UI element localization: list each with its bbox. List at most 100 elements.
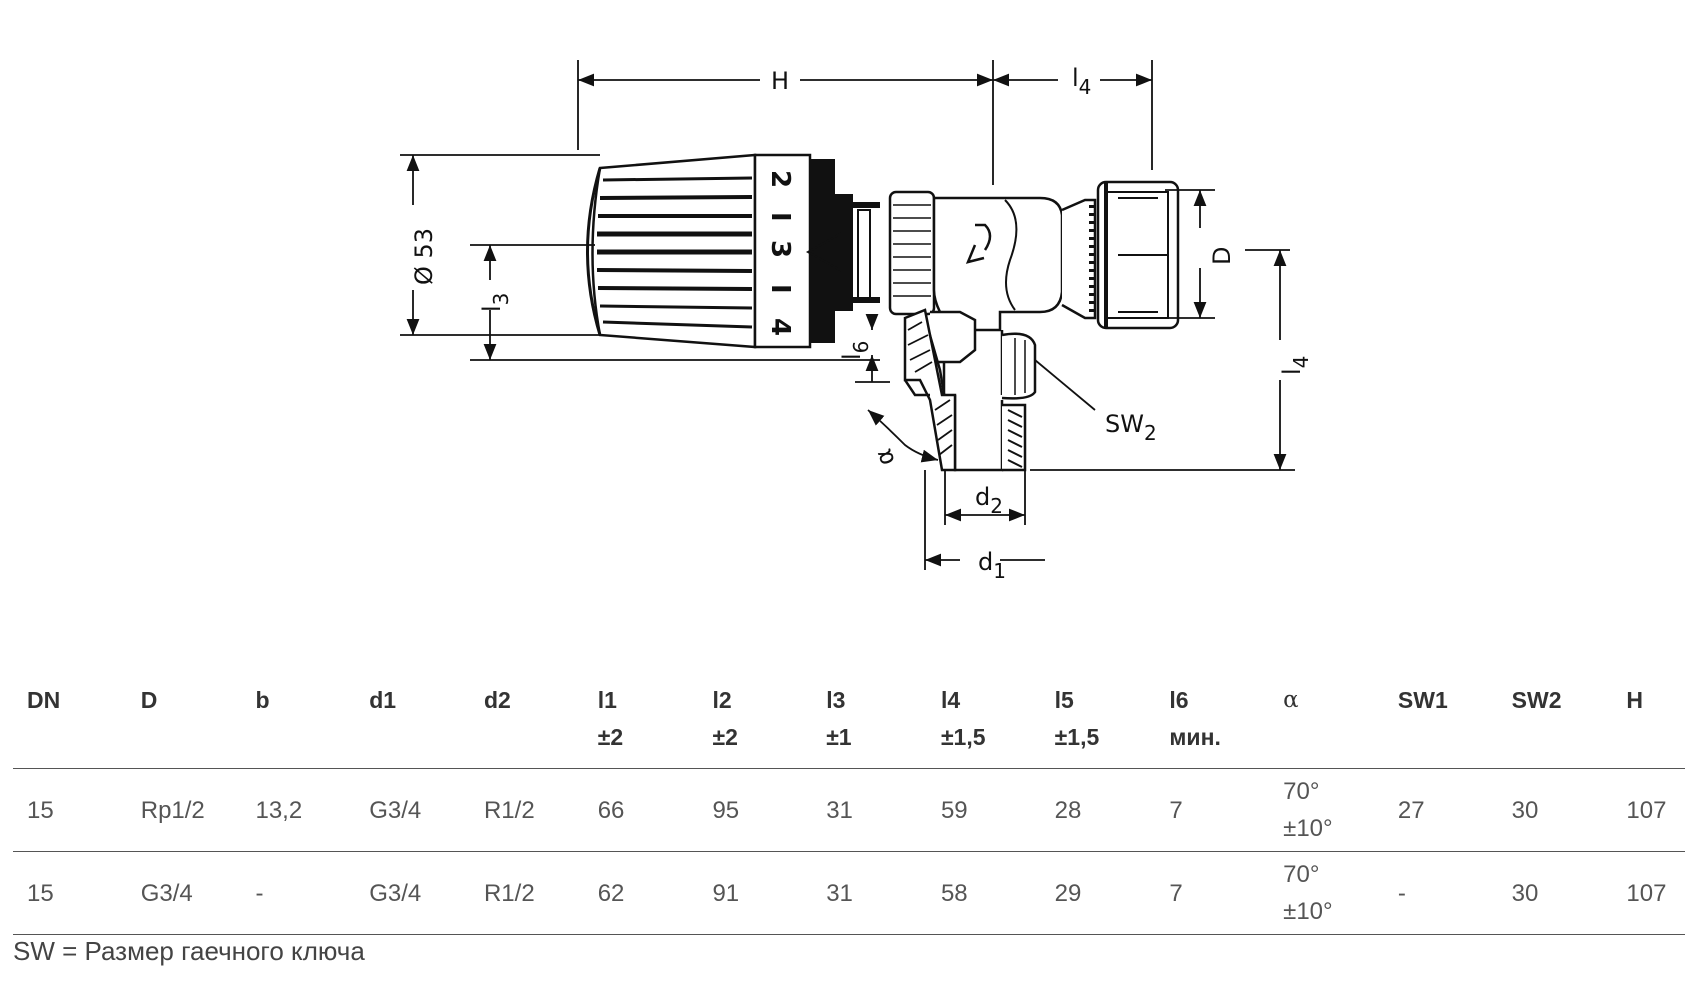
column-header-label: l5 — [1054, 687, 1074, 713]
table-cell-line: ±10° — [1283, 898, 1333, 925]
dial-tick: I — [765, 284, 795, 294]
column-header-label: l4 — [940, 687, 961, 713]
thermostat-head — [586, 153, 880, 349]
table-cell: 70° ±10° — [1269, 851, 1384, 935]
column-header-tolerance: мин. — [1169, 724, 1221, 750]
label-l6-main: l — [838, 353, 866, 360]
column-header: α — [1269, 668, 1384, 769]
column-header: l4 ±1,5 — [926, 668, 1041, 769]
table-cell: G3/4 — [126, 851, 242, 935]
table-cell: 13,2 — [241, 768, 356, 852]
table-cell: 66 — [583, 768, 699, 852]
column-header-label: SW1 — [1397, 687, 1448, 713]
table-cell: - — [1383, 851, 1498, 935]
label-h: H — [771, 67, 789, 95]
label-d1-main: d — [978, 548, 993, 576]
column-header: SW1 — [1383, 668, 1498, 769]
column-header-label: SW2 — [1511, 687, 1562, 713]
label-d2-sub: 2 — [990, 494, 1003, 518]
label-l4-right: l4 — [1278, 356, 1313, 375]
label-l3-sub: 3 — [489, 293, 513, 306]
table-cell-line: 70° — [1283, 778, 1320, 805]
label-alpha: α — [869, 445, 901, 469]
table-cell: 91 — [698, 851, 813, 935]
valve-drawing-svg: 2 I 3 I 4 H l4 Ø 53 l3 l6 D l4 SW2 α d2 … — [400, 60, 1313, 583]
column-header-tolerance: ±1 — [826, 724, 852, 750]
column-header-label: b — [255, 687, 270, 713]
table-cell: 31 — [812, 851, 927, 935]
footnote: SW = Размер гаечного ключа — [13, 936, 365, 966]
column-header-label: DN — [27, 687, 61, 713]
column-header: l3±1 — [812, 668, 927, 769]
label-sw2-sub: 2 — [1144, 421, 1157, 445]
label-d2: d2 — [975, 483, 1003, 518]
dial-tick: I — [765, 212, 795, 222]
label-l4-top: l4 — [1072, 64, 1091, 99]
table-cell: 107 — [1612, 768, 1685, 852]
column-header: l6 мин. — [1155, 668, 1270, 769]
column-header: d1 — [355, 668, 470, 769]
label-sw2: SW2 — [1105, 410, 1157, 445]
table-cell: 59 — [926, 768, 1041, 852]
dial-number: 2 — [765, 170, 795, 188]
column-header: b — [241, 668, 356, 769]
table-cell: 15 — [13, 851, 127, 935]
column-header-label: d2 — [483, 687, 511, 713]
column-header-label: l6 — [1169, 687, 1189, 713]
label-d1: d1 — [978, 548, 1006, 583]
column-header-tolerance: ±1,5 — [940, 724, 986, 750]
label-d1-sub: 1 — [993, 559, 1006, 583]
dial-number: 3 — [765, 240, 795, 258]
dial-number: 4 — [765, 318, 795, 336]
label-l6-sub: 6 — [849, 341, 873, 354]
label-diameter-53: Ø 53 — [410, 228, 438, 285]
table-cell: 70° ±10° — [1269, 768, 1384, 852]
table-cell-line: ±10° — [1283, 815, 1333, 842]
table-cell: 95 — [698, 768, 813, 852]
column-header-label: d1 — [369, 687, 397, 713]
table-cell: 31 — [812, 768, 927, 852]
table-cell: G3/4 — [355, 768, 470, 852]
label-l3-main: l — [478, 305, 506, 312]
label-l4-right-main: l — [1278, 368, 1306, 375]
label-sw2-main: SW — [1105, 410, 1144, 438]
table-cell: 27 — [1383, 768, 1498, 852]
dimension-lines — [400, 60, 1295, 570]
column-header: D — [126, 668, 242, 769]
valve-technical-drawing: 2 I 3 I 4 H l4 Ø 53 l3 l6 D l4 SW2 α d2 … — [400, 60, 1313, 583]
column-header: SW2 — [1497, 668, 1613, 769]
table-cell: 58 — [926, 851, 1041, 935]
table-cell: 7 — [1155, 768, 1270, 852]
table-cell: 30 — [1497, 768, 1613, 852]
column-header-tolerance: ±2 — [597, 724, 624, 750]
column-header-label: H — [1626, 687, 1644, 713]
column-header: d2 — [469, 668, 584, 769]
dial-scale: 2 I 3 I 4 — [765, 170, 795, 336]
label-l4-top-sub: 4 — [1079, 75, 1092, 99]
table-cell: Rp1/2 — [126, 768, 242, 852]
table-cell: 29 — [1040, 851, 1156, 935]
table-cell-line: 70° — [1283, 861, 1320, 888]
column-header-tolerance: ±2 — [712, 724, 738, 750]
table-cell: R1/2 — [469, 851, 584, 935]
label-d2-main: d — [975, 483, 990, 511]
column-header-label: D — [140, 687, 158, 713]
table-cell: G3/4 — [355, 851, 470, 935]
table-cell: 28 — [1040, 768, 1156, 852]
column-header-tolerance: ±1,5 — [1054, 724, 1100, 750]
label-l6: l6 — [838, 341, 873, 360]
column-header: l5 ±1,5 — [1040, 668, 1156, 769]
table-cell: 7 — [1155, 851, 1270, 935]
table-cell: - — [241, 851, 356, 935]
table-cell: R1/2 — [469, 768, 584, 852]
table-cell: 107 — [1612, 851, 1685, 935]
valve-body — [888, 180, 1180, 472]
label-l4-top-main: l — [1072, 64, 1079, 92]
column-header-label: l2 — [712, 687, 732, 713]
